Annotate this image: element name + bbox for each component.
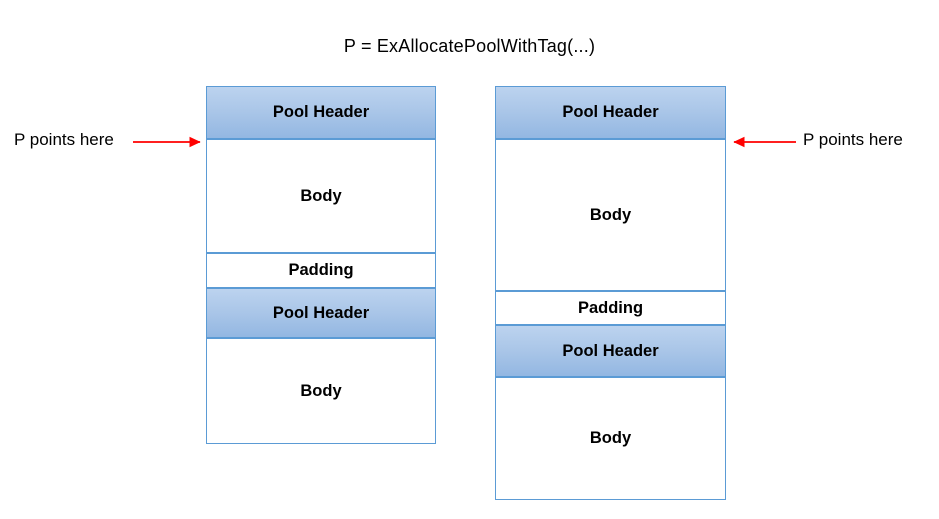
right-block-body-2: Body	[495, 377, 726, 500]
left-block-pool-header-2: Pool Header	[206, 288, 436, 338]
left-block-body-1: Body	[206, 139, 436, 253]
right-block-pool-header-1: Pool Header	[495, 86, 726, 139]
left-block-body-2: Body	[206, 338, 436, 444]
left-block-pool-header-1: Pool Header	[206, 86, 436, 139]
left-pointer-label: P points here	[14, 130, 114, 149]
right-block-body-1: Body	[495, 139, 726, 291]
right-block-pool-header-2: Pool Header	[495, 325, 726, 377]
right-pointer-label: P points here	[803, 130, 903, 149]
page-title: P = ExAllocatePoolWithTag(...)	[343, 36, 596, 56]
left-block-padding: Padding	[206, 253, 436, 288]
right-block-padding: Padding	[495, 291, 726, 325]
